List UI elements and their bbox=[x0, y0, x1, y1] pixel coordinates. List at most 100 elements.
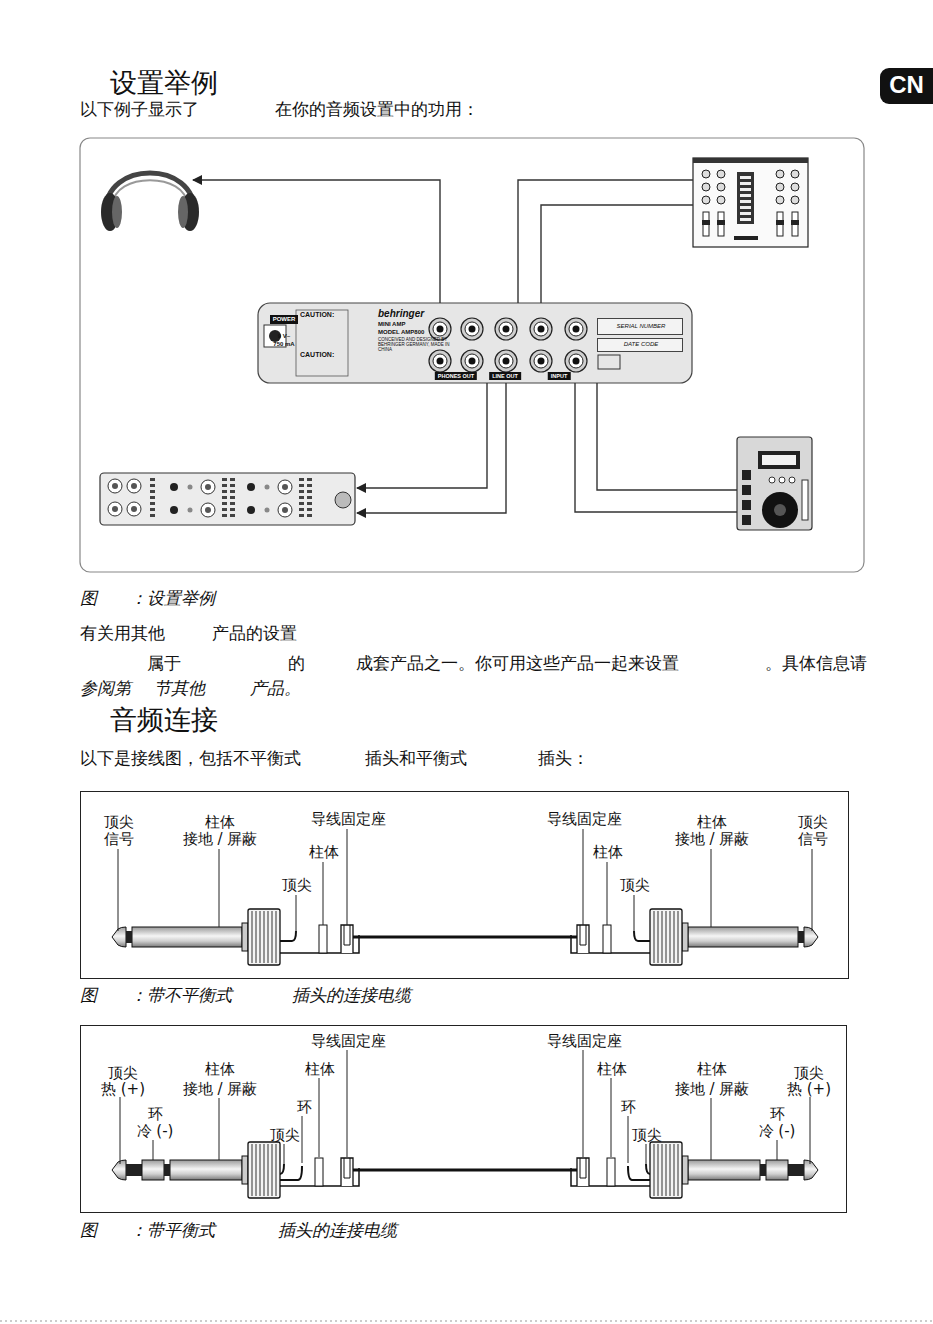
plug-insulator bbox=[126, 931, 132, 943]
cd-player bbox=[737, 437, 812, 530]
jack-ring bbox=[465, 322, 479, 336]
cable-wire bbox=[465, 936, 577, 939]
leader-line bbox=[302, 1116, 303, 1163]
cd-button bbox=[742, 485, 751, 495]
leader-line bbox=[296, 895, 297, 933]
amp-knob-center bbox=[282, 507, 288, 513]
headphone-amp bbox=[100, 473, 355, 525]
jack-hole bbox=[503, 358, 510, 365]
amp-switch bbox=[265, 508, 270, 513]
part-label: 环 bbox=[770, 1106, 785, 1123]
grip-ridge bbox=[674, 1144, 675, 1196]
part-label: 顶尖 bbox=[282, 877, 312, 894]
leader-line bbox=[583, 829, 584, 925]
amp-knob bbox=[127, 479, 141, 493]
part-label: 接地 / 屏蔽 bbox=[675, 831, 750, 848]
amp-knob bbox=[108, 502, 122, 516]
mixer-fader bbox=[702, 220, 710, 225]
amp-knob bbox=[201, 503, 215, 517]
amp-led bbox=[230, 514, 235, 517]
plug-ring bbox=[142, 1160, 164, 1180]
part-label: 热 (+) bbox=[101, 1081, 145, 1098]
amp-led bbox=[307, 508, 312, 511]
part-label: 信号 bbox=[798, 831, 828, 848]
part-label: 柱体 bbox=[697, 814, 727, 831]
amp-led bbox=[299, 490, 304, 493]
mixer-led bbox=[740, 176, 751, 179]
cd-button bbox=[742, 500, 751, 510]
part-label: 顶尖 bbox=[104, 814, 134, 831]
cd-display-frame bbox=[758, 451, 800, 469]
part-label: 柱体 bbox=[597, 1061, 627, 1078]
part-label: behringer bbox=[378, 308, 424, 319]
audio-cable bbox=[518, 180, 693, 303]
mixer-knob bbox=[791, 183, 799, 191]
mixer-knob bbox=[702, 196, 710, 204]
caption-text: 插头的连接电缆 bbox=[292, 986, 411, 1005]
mixer-knob bbox=[776, 183, 784, 191]
amp-led bbox=[307, 514, 312, 517]
jack-hole bbox=[503, 326, 510, 333]
leader-line bbox=[284, 1144, 285, 1165]
jack-hole bbox=[437, 326, 444, 333]
part-label: 接地 / 屏蔽 bbox=[183, 831, 258, 848]
leader-line bbox=[611, 1078, 612, 1157]
jack-hole bbox=[538, 326, 545, 333]
audio-cable bbox=[597, 383, 737, 490]
mixer-knob bbox=[717, 183, 725, 191]
cable-clamp-inner bbox=[344, 925, 350, 945]
amp-jack bbox=[247, 483, 255, 491]
cable-clamp bbox=[341, 925, 353, 953]
sleeve-terminal bbox=[319, 925, 327, 953]
amp-led bbox=[222, 508, 227, 511]
grip-ridge bbox=[252, 1144, 253, 1196]
grip-ridge bbox=[256, 911, 257, 963]
caption-text: 产品。 bbox=[250, 679, 301, 698]
mixer-fader bbox=[717, 220, 725, 225]
jack-socket bbox=[565, 318, 587, 340]
amp-led bbox=[222, 490, 227, 493]
body-text: 。具体信息请 bbox=[765, 654, 867, 673]
leader-line bbox=[319, 1078, 320, 1157]
jack-socket bbox=[530, 350, 552, 372]
part-label: 冷 (-) bbox=[137, 1123, 174, 1140]
amp-led bbox=[150, 514, 155, 517]
grip-ridge bbox=[654, 1144, 655, 1196]
leader-line bbox=[711, 1098, 712, 1160]
plug-tip bbox=[804, 927, 818, 947]
amp-knob bbox=[278, 480, 292, 494]
body-text: 以下例子显示了 bbox=[80, 100, 199, 119]
caption-text: ：设置举例 bbox=[130, 589, 215, 608]
grip-ridge bbox=[272, 1144, 273, 1196]
leader-line bbox=[323, 862, 324, 925]
amp-knob bbox=[201, 480, 215, 494]
leader-line bbox=[219, 849, 220, 927]
cable-clamp-inner bbox=[580, 925, 586, 945]
amp-led bbox=[230, 490, 235, 493]
amp-led bbox=[222, 502, 227, 505]
jack-socket bbox=[429, 350, 451, 372]
section-heading: 音频连接 bbox=[110, 705, 218, 735]
body-text: 的 bbox=[288, 654, 305, 673]
jack-plug bbox=[112, 909, 465, 965]
cable-clamp bbox=[577, 1158, 589, 1186]
cable-clamp bbox=[577, 925, 589, 953]
page-edge bbox=[0, 1321, 933, 1322]
part-label: 环 bbox=[621, 1099, 636, 1116]
plug-sleeve bbox=[688, 927, 798, 947]
leader-line bbox=[646, 1144, 647, 1165]
grip-ridge bbox=[678, 1144, 679, 1196]
part-label: 顶尖 bbox=[108, 1065, 138, 1082]
cable-wire bbox=[353, 936, 465, 939]
mixer-led bbox=[740, 194, 751, 197]
amp-led bbox=[299, 484, 304, 487]
jack-ring bbox=[433, 354, 447, 368]
plug-collar bbox=[682, 923, 688, 951]
sleeve-terminal bbox=[603, 925, 611, 953]
mixer-fader-slot bbox=[703, 212, 709, 236]
part-label: 柱体 bbox=[205, 814, 235, 831]
part-label: 柱体 bbox=[593, 844, 623, 861]
amp-led bbox=[299, 502, 304, 505]
part-label: 顶尖 bbox=[794, 1065, 824, 1082]
body-text: 成套产品之一。你可用这些产品一起来设置 bbox=[356, 654, 679, 673]
